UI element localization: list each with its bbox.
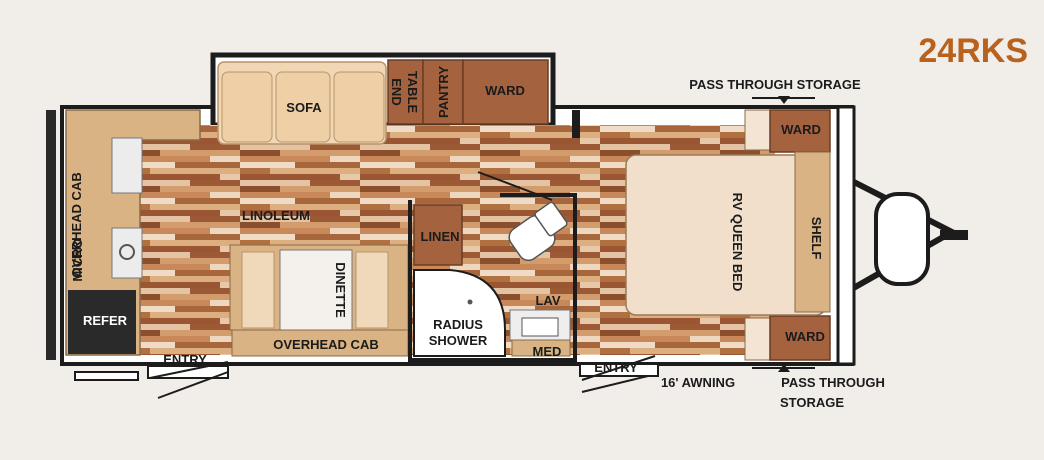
label-rv-queen-bed: RV QUEEN BED — [730, 193, 745, 292]
label-refer: REFER — [83, 313, 128, 328]
ward-bed-bottom — [769, 315, 831, 361]
end-table — [387, 59, 424, 125]
linen-closet — [413, 204, 463, 266]
label-awning: 16' AWNING — [661, 375, 735, 390]
label-linen: LINEN — [421, 229, 460, 244]
sofa — [217, 61, 387, 145]
label-entry-right: ENTRY — [594, 360, 638, 375]
bath-door — [477, 171, 553, 201]
label-entry-left: ENTRY — [163, 352, 207, 367]
dinette — [229, 244, 409, 331]
rear-bumper — [46, 110, 56, 360]
label-radius: RADIUS — [433, 317, 483, 332]
bathroom-walls — [408, 193, 577, 362]
refrigerator — [68, 290, 136, 354]
shelf — [794, 151, 831, 313]
label-lav: LAV — [535, 293, 560, 308]
label-linoleum: LINOLEUM — [242, 208, 310, 223]
sink — [111, 137, 143, 194]
label-overhead-cab-rear: OVERHEAD CAB — [69, 172, 84, 277]
model-name: 24RKS — [918, 32, 1028, 70]
label-shower: SHOWER — [429, 333, 488, 348]
entry-door-right — [581, 355, 656, 393]
label-ward-bed-bottom: WARD — [785, 329, 825, 344]
label-pass-through-top: PASS THROUGH STORAGE — [689, 77, 861, 92]
label-end-table-1: END — [389, 78, 404, 105]
label-end-table-2: TABLE — [405, 71, 420, 114]
medicine-cabinet — [511, 339, 571, 357]
label-pass-through-bottom-1: PASS THROUGH — [781, 375, 885, 390]
stove — [111, 227, 143, 279]
label-overhead-cab-bottom: OVERHEAD CAB — [273, 337, 378, 352]
label-ward-top: WARD — [485, 83, 525, 98]
label-micro: MICRO — [70, 238, 85, 281]
trailer-hitch — [848, 177, 968, 293]
label-ward-bed-top: WARD — [781, 122, 821, 137]
label-shelf: SHELF — [809, 217, 824, 260]
ward-top — [462, 59, 549, 125]
label-pass-through-bottom-2: STORAGE — [780, 395, 844, 410]
label-pantry: PANTRY — [436, 66, 451, 118]
label-dinette: DINETTE — [333, 262, 348, 318]
toilet — [508, 201, 568, 262]
label-sofa: SOFA — [286, 100, 322, 115]
label-med: MED — [533, 344, 562, 359]
entry-door-left — [149, 361, 229, 399]
stove-burner-icon — [119, 244, 135, 260]
front-cap — [836, 105, 856, 366]
radius-shower — [413, 269, 506, 357]
